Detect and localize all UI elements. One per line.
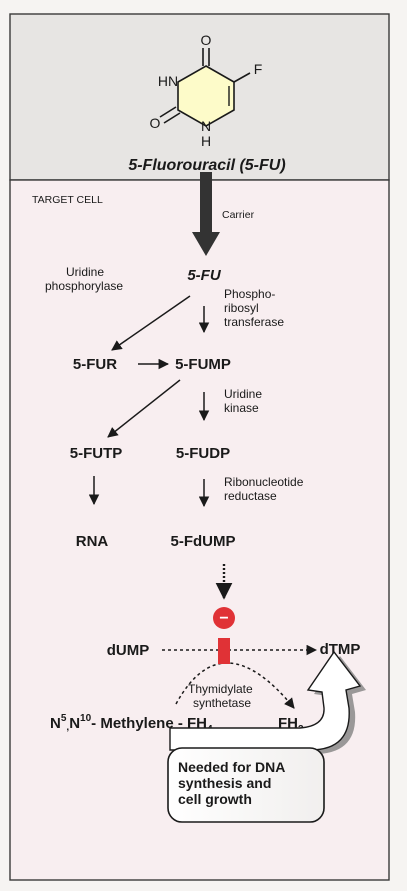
- callout-line: cell growth: [178, 791, 252, 807]
- inhibition-minus-icon: −: [219, 610, 228, 627]
- enzyme-line: Phospho-: [224, 287, 275, 301]
- metabolite-5fudp: 5-FUDP: [176, 445, 230, 462]
- arrow-methylene-to-fh2: [175, 662, 295, 709]
- metabolite-5futp: 5-FUTP: [70, 445, 123, 462]
- enzyme-phosphoribosyl-transferase: Phospho- ribosyl transferase: [224, 287, 284, 329]
- carrier-label: Carrier: [222, 209, 255, 221]
- methylene-sup5: 5: [61, 713, 67, 724]
- h-lower-label: H: [201, 133, 211, 149]
- callout-arrow: [169, 650, 362, 751]
- enzyme-uridine-phosphorylase: Uridine phosphorylase: [45, 265, 123, 293]
- nh-upper-label: HN: [158, 73, 178, 89]
- metabolite-5fump: 5-FUMP: [175, 356, 231, 373]
- arrow-5fump-to-5futp: [107, 379, 181, 438]
- enzyme-line: kinase: [224, 401, 259, 415]
- inhibition-bar: [218, 638, 230, 664]
- metabolite-rna: RNA: [76, 533, 109, 550]
- n-lower-label: N: [201, 118, 211, 134]
- methylene-sup10: 10: [80, 713, 92, 724]
- callout-line: Needed for DNA: [178, 759, 285, 775]
- metabolite-dtmp: dTMP: [320, 641, 361, 658]
- metabolite-dump: dUMP: [107, 642, 150, 659]
- callout-line: synthesis and: [178, 775, 271, 791]
- enzyme-line: Uridine: [66, 265, 104, 279]
- enzyme-line: phosphorylase: [45, 279, 123, 293]
- enzyme-line: reductase: [224, 489, 277, 503]
- inhibition-circle: [213, 607, 235, 629]
- fluorine-bond: [233, 72, 251, 83]
- metabolite-5fu: 5-FU: [187, 267, 222, 284]
- fluorine-label: F: [254, 61, 263, 77]
- carbonyl-bond-left: [159, 106, 177, 118]
- metabolite-5fdump: 5-FdUMP: [171, 533, 236, 550]
- enzyme-uridine-kinase: Uridine kinase: [224, 387, 265, 415]
- enzyme-thymidylate-synthetase: Thymidylate synthetase: [188, 682, 256, 710]
- enzyme-line: ribosyl: [224, 301, 259, 315]
- enzyme-line: Thymidylate: [188, 682, 253, 696]
- arrow-5fu-to-5fur: [111, 295, 191, 351]
- methylene-sep: ,: [66, 722, 69, 733]
- fluorouracil-structure: O O HN N H F: [150, 32, 263, 149]
- enzyme-line: Uridine: [224, 387, 262, 401]
- methylene-n2: N: [69, 715, 80, 732]
- oxygen-top-label: O: [201, 32, 212, 48]
- carrier-arrow: [192, 172, 220, 256]
- target-cell-label: TARGET CELL: [32, 194, 103, 206]
- enzyme-line: transferase: [224, 315, 284, 329]
- enzyme-line: Ribonucleotide: [224, 475, 304, 489]
- enzyme-ribonucleotide-reductase: Ribonucleotide reductase: [224, 475, 307, 503]
- enzyme-line: synthetase: [193, 696, 251, 710]
- drug-name: 5-Fluorouracil (5-FU): [128, 157, 285, 174]
- callout-box: [167, 747, 325, 823]
- methylene-n1: N: [50, 715, 61, 732]
- metabolite-5fur: 5-FUR: [73, 356, 117, 373]
- carbonyl-bond-left-2: [163, 112, 181, 124]
- callout-text: Needed for DNA synthesis and cell growth: [178, 759, 289, 807]
- oxygen-left-label: O: [150, 115, 161, 131]
